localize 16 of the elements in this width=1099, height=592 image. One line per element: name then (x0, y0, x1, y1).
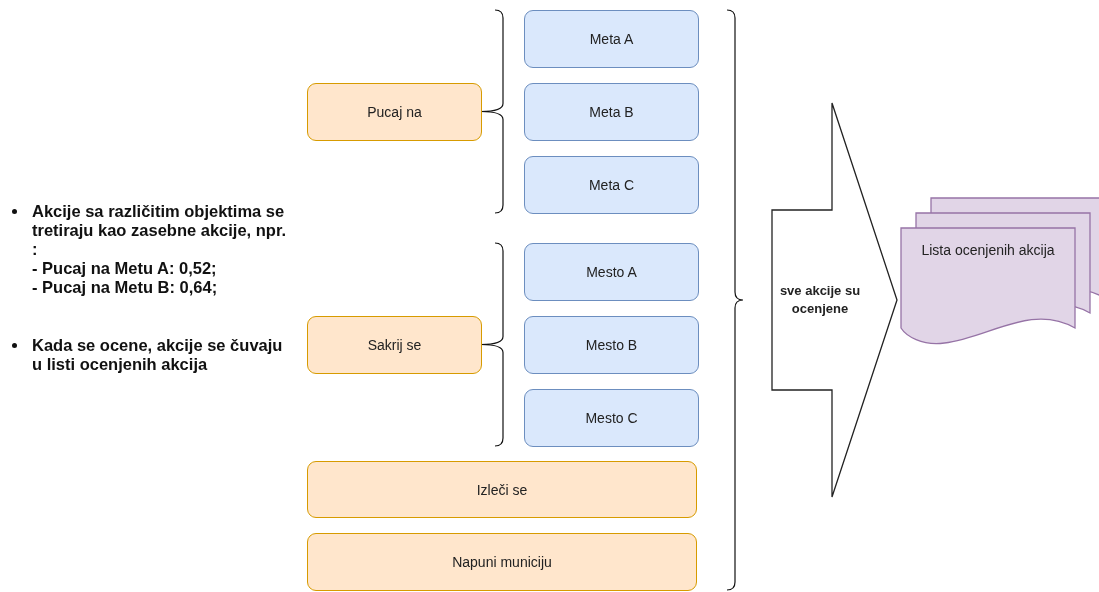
target-box: Meta B (524, 83, 699, 141)
action-box: Izleči se (307, 461, 697, 518)
bullet-text: Kada se ocene, akcije se čuvaju u listi ocenjenih akcija (32, 336, 284, 374)
action-box: Pucaj na (307, 83, 482, 141)
place-box: Mesto C (524, 389, 699, 447)
example-line: - Pucaj na Metu B: 0,64; (32, 278, 219, 297)
place-box: Mesto A (524, 243, 699, 301)
example-line: - Pucaj na Metu A: 0,52; (32, 259, 218, 278)
bullet-text: Akcije sa različitim objektima se tretiraju kao zasebne akcije, npr. : (32, 202, 287, 259)
arrow-label: sve akcije su ocenjene (778, 282, 862, 318)
document-title: Lista ocenjenih akcija (920, 241, 1056, 259)
place-box: Mesto B (524, 316, 699, 374)
action-box: Sakrij se (307, 316, 482, 374)
target-box: Meta C (524, 156, 699, 214)
action-box: Napuni municiju (307, 533, 697, 591)
target-box: Meta A (524, 10, 699, 68)
